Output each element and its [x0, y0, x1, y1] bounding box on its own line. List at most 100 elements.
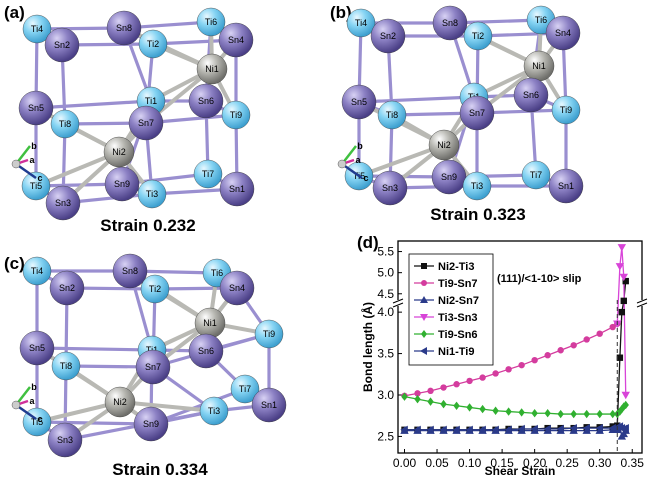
data-point-ni1-ti9: [569, 423, 577, 433]
atom-sn1: [251, 387, 287, 423]
atom-ti2: [140, 274, 170, 304]
data-point-ti9-sn6: [570, 409, 577, 419]
atom-sn2: [44, 27, 80, 63]
bond-ni2-ti3: [118, 400, 216, 413]
data-point-ti9-sn7: [531, 357, 538, 364]
data-point-ti9-sn6: [505, 407, 512, 416]
legend-marker: [421, 263, 427, 269]
bond-sn5-ti1: [357, 95, 476, 104]
atom-ti8: [50, 109, 80, 139]
data-point-ti3-sn3: [619, 273, 628, 282]
atom-ni1: [196, 53, 228, 85]
legend-label-ti9-sn6: Ti9-Sn6: [438, 329, 478, 341]
atom-label-ti6: Ti6: [211, 268, 223, 278]
bond-sn5-ti1: [35, 346, 154, 352]
data-point-ni1-ti9: [465, 425, 473, 434]
atom-label-ti3: Ti3: [208, 406, 220, 416]
x-tick-label: 0.05: [425, 456, 449, 470]
data-point-ni1-ti9: [452, 425, 460, 434]
atom-label-ni1: Ni1: [532, 61, 546, 71]
atom-sn7: [135, 349, 171, 385]
atom-label-ni1: Ni1: [205, 64, 219, 74]
atom-sn8: [106, 10, 142, 46]
atom-ti2: [463, 21, 493, 51]
atom-label-ti4: Ti4: [31, 266, 43, 276]
slip-annotation: (111)/<1-10> slip: [497, 273, 582, 285]
legend-marker: [420, 347, 427, 355]
atom-label-ti2: Ti2: [149, 284, 161, 294]
atom-label-sn9: Sn9: [441, 172, 457, 182]
atom-label-sn6: Sn6: [198, 346, 214, 356]
atom-ti3: [462, 171, 492, 201]
axis-triad: bac: [11, 141, 43, 183]
atom-ti3: [137, 179, 167, 209]
axis-break-mark: [636, 302, 648, 308]
strain-caption-c: Strain 0.334: [112, 460, 208, 479]
atom-label-sn3: Sn3: [57, 435, 73, 445]
atom-sn3: [47, 422, 83, 458]
data-point-ti9-sn6: [479, 404, 486, 414]
atom-label-sn2: Sn2: [54, 40, 70, 50]
data-point-ti9-sn6: [531, 409, 538, 418]
panel-label-d: (d): [357, 233, 379, 252]
strain-caption-b: Strain 0.323: [430, 205, 525, 224]
atom-label-ti9: Ti9: [560, 105, 572, 115]
atom-ti7: [193, 159, 223, 189]
atom-label-sn7: Sn7: [469, 108, 485, 118]
data-point-ti9-sn6: [414, 394, 421, 404]
atom-label-sn6: Sn6: [198, 96, 214, 106]
data-point-ti9-sn7: [414, 390, 421, 397]
atom-sn7: [128, 105, 164, 141]
data-point-ni1-ti9: [621, 423, 629, 433]
data-point-ti9-sn7: [557, 347, 564, 354]
atom-ti4: [22, 256, 52, 286]
structure-panel-c: (c) Ti4Sn8Ti6Sn2Sn4Ti2Ni1Ti9Sn5Ti1Sn6Ti8…: [4, 253, 287, 479]
data-point-ti9-sn7: [596, 330, 603, 337]
panel-label-a: (a): [4, 3, 25, 22]
atom-label-sn5: Sn5: [351, 97, 367, 107]
legend-marker: [420, 314, 428, 321]
atom-sn1: [219, 171, 255, 207]
data-point-ni1-ti9: [491, 425, 499, 434]
atom-sn7: [459, 95, 495, 131]
data-point-ti9-sn7: [466, 377, 473, 385]
atom-label-sn1: Sn1: [261, 400, 277, 410]
atom-label-sn4: Sn4: [229, 283, 245, 293]
x-tick-label: 0.00: [393, 456, 417, 470]
atom-label-sn5: Sn5: [29, 343, 45, 353]
atom-ti3: [199, 396, 229, 426]
legend-marker: [421, 280, 427, 286]
atom-label-sn6: Sn6: [523, 90, 539, 100]
atom-sn3: [372, 170, 408, 206]
atom-sn9: [104, 166, 140, 202]
data-point-ni2-ti3: [616, 354, 624, 361]
panel-label-c: (c): [4, 254, 25, 273]
atom-ti4: [22, 14, 52, 44]
data-point-ti3-sn3: [617, 244, 627, 252]
y-tick-label: 3.5: [377, 347, 394, 361]
atom-label-ti9: Ti9: [263, 329, 275, 339]
legend-label-ti9-sn7: Ti9-Sn7: [438, 278, 478, 290]
data-point-ni2-ti3: [618, 308, 626, 316]
y-tick-label: 2.5: [377, 429, 394, 443]
atom-label-sn8: Sn8: [442, 18, 458, 28]
atom-sn6: [513, 77, 549, 113]
atom-label-sn4: Sn4: [555, 28, 571, 38]
atom-label-sn3: Sn3: [55, 198, 71, 208]
atom-label-sn1: Sn1: [229, 184, 245, 194]
data-point-ti9-sn6: [620, 402, 627, 411]
legend-label-ni2-ti3: Ni2-Ti3: [438, 261, 474, 273]
data-point-ni1-ti9: [400, 425, 408, 434]
legend: Ni2-Ti3Ti9-Sn7Ni2-Sn7Ti3-Sn3Ti9-Sn6Ni1-T…: [408, 253, 494, 366]
axis-origin: [337, 159, 347, 169]
legend-marker: [420, 296, 428, 303]
data-point-ti3-sn3: [621, 391, 630, 400]
atom-label-ti3: Ti3: [471, 181, 483, 191]
data-point-ti9-sn7: [570, 342, 577, 349]
atom-sn4: [218, 22, 254, 58]
axis-triad: bac: [337, 141, 369, 183]
structure-panel-b: (b) Ti6Ti4Sn8Sn4Sn2Ti2Ni1Sn6Ti1Sn5Ti9Sn7…: [330, 3, 584, 224]
data-point-ti9-sn6: [622, 400, 629, 410]
atom-label-ti3: Ti3: [146, 189, 158, 199]
x-axis-label: Shear Strain: [485, 464, 556, 478]
